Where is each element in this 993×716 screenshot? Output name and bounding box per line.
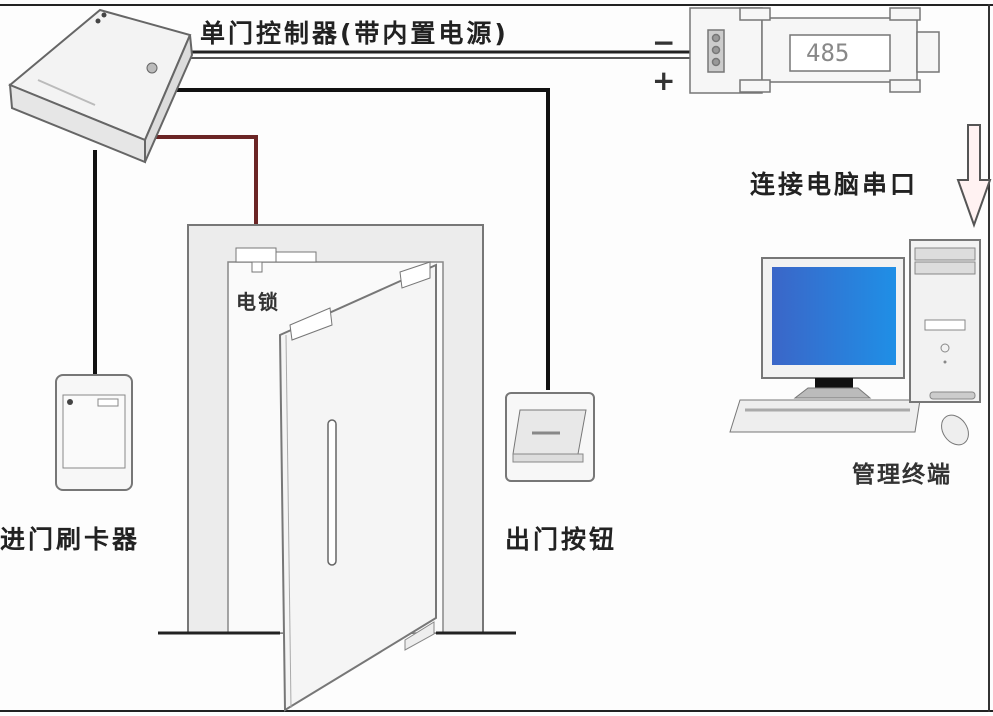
minus-sign: −: [652, 26, 676, 59]
card-reader-device: [55, 374, 133, 491]
exit-button-label: 出门按钮: [505, 525, 618, 554]
down-arrow-icon: [956, 124, 992, 228]
computer-terminal: [729, 239, 981, 446]
door-leaf: [278, 261, 437, 712]
wires: [93, 50, 690, 390]
exit-button-wire: [170, 88, 550, 390]
card-reader-label: 进门刷卡器: [0, 525, 141, 554]
terminal-label: 管理终端: [852, 462, 952, 488]
controller-box: [8, 8, 194, 164]
plus-sign: +: [652, 64, 676, 97]
rs485-converter: [689, 7, 940, 94]
converter-485-label: 485: [806, 39, 850, 67]
pc-serial-port-label: 连接电脑串口: [750, 170, 919, 199]
frame-border-bottom: [0, 710, 993, 712]
controller-label: 单门控制器(带内置电源): [200, 19, 509, 48]
lock-wire: [148, 135, 258, 248]
exit-button-device: [505, 392, 595, 482]
lock-label: 电锁: [236, 290, 280, 314]
frame-border-right: [988, 4, 990, 712]
frame-border-top: [0, 4, 993, 6]
